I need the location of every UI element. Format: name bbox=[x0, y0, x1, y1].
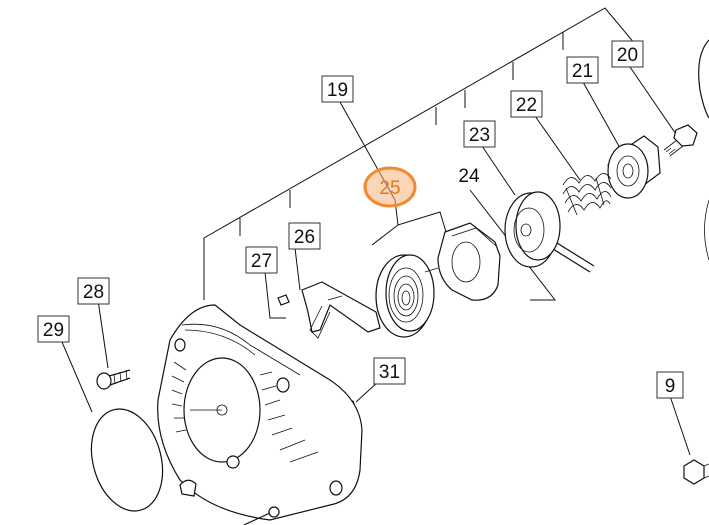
part-number-21: 21 bbox=[572, 61, 593, 82]
part-label-9[interactable]: 9 bbox=[656, 371, 684, 399]
part-label-19[interactable]: 19 bbox=[321, 75, 354, 103]
part-label-26[interactable]: 26 bbox=[288, 222, 321, 250]
part-label-20[interactable]: 20 bbox=[611, 40, 644, 68]
starter-handle-part-26 bbox=[301, 281, 381, 339]
part-label-25-highlighted[interactable]: 25 bbox=[363, 166, 417, 208]
part-number-20: 20 bbox=[617, 45, 638, 66]
part-label-23[interactable]: 23 bbox=[463, 120, 496, 148]
plate-part-24 bbox=[437, 222, 501, 301]
part-label-28[interactable]: 28 bbox=[77, 277, 110, 305]
part-number-25: 25 bbox=[379, 178, 400, 199]
part-label-27[interactable]: 27 bbox=[245, 246, 278, 274]
screw-part-20 bbox=[663, 124, 698, 157]
part-label-21[interactable]: 21 bbox=[566, 56, 599, 84]
spring-part-22 bbox=[562, 173, 612, 216]
housing-vents bbox=[171, 361, 319, 463]
part-label-29[interactable]: 29 bbox=[37, 315, 70, 343]
part-label-22[interactable]: 22 bbox=[510, 90, 543, 118]
part-number-24: 24 bbox=[458, 166, 480, 187]
part-number-23: 23 bbox=[469, 125, 490, 146]
part-label-24[interactable]: 24 bbox=[458, 166, 480, 187]
gasket-part-29 bbox=[90, 408, 164, 512]
part-number-19: 19 bbox=[327, 80, 348, 101]
edge-partial-part bbox=[698, 39, 709, 261]
pulley-part-23 bbox=[504, 191, 595, 273]
clip-part-27 bbox=[277, 294, 290, 306]
screw-part-28 bbox=[96, 369, 131, 390]
starter-housing bbox=[157, 304, 363, 521]
part-number-9: 9 bbox=[665, 376, 676, 397]
part-number-28: 28 bbox=[83, 282, 104, 303]
screw-part-9 bbox=[683, 459, 709, 485]
part-number-26: 26 bbox=[294, 227, 315, 248]
screw-bottom bbox=[243, 506, 280, 525]
part-number-27: 27 bbox=[251, 251, 272, 272]
part-number-29: 29 bbox=[43, 320, 64, 341]
recoil-spring-part-25 bbox=[375, 254, 439, 338]
flange-nut-part-21 bbox=[607, 135, 661, 199]
part-label-31[interactable]: 31 bbox=[373, 357, 406, 385]
part-number-31: 31 bbox=[379, 362, 400, 383]
part-number-22: 22 bbox=[516, 95, 537, 116]
